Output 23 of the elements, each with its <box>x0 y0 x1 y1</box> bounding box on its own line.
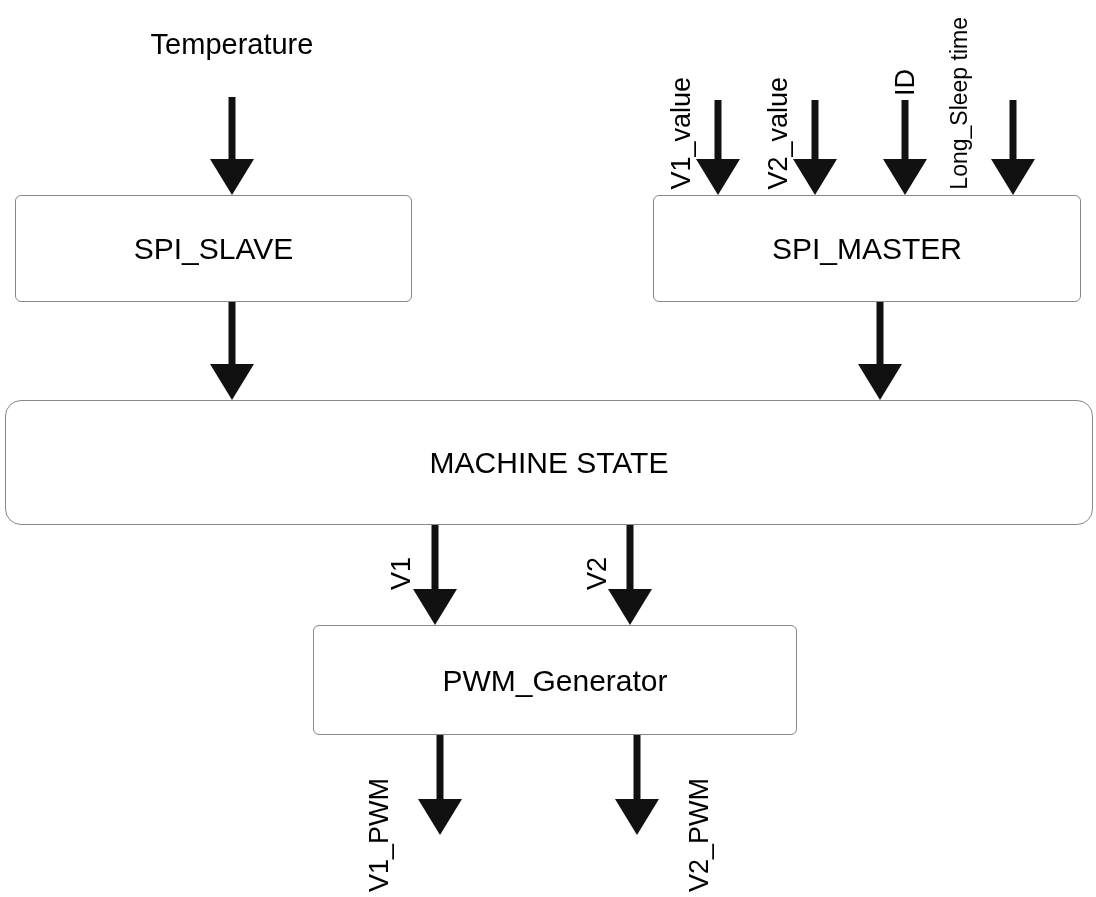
arrow <box>615 735 659 835</box>
signal-label: V1_PWM <box>366 777 393 892</box>
signal-label: V1 <box>388 556 415 590</box>
block-box <box>5 400 1093 525</box>
block-box <box>15 195 412 302</box>
arrow <box>418 735 462 835</box>
signal-label: ID <box>892 69 919 96</box>
signal-label: V1_value <box>668 77 695 190</box>
block-label: SPI_SLAVE <box>133 231 294 267</box>
block-label: PWM_Generator <box>442 662 668 699</box>
signal-label: V2_PWM <box>686 777 713 892</box>
signal-label: Long_Sleep time <box>948 17 971 190</box>
block-box <box>653 195 1081 302</box>
signal-label: V2_value <box>765 77 792 190</box>
arrow <box>858 302 902 400</box>
block-label: MACHINE STATE <box>429 445 669 481</box>
arrow <box>413 525 457 625</box>
block-label: SPI_MASTER <box>771 231 963 267</box>
signal-label: Temperature <box>150 30 314 59</box>
arrow <box>210 302 254 400</box>
signal-label: V2 <box>584 556 611 590</box>
block-box <box>313 625 797 735</box>
arrow <box>608 525 652 625</box>
